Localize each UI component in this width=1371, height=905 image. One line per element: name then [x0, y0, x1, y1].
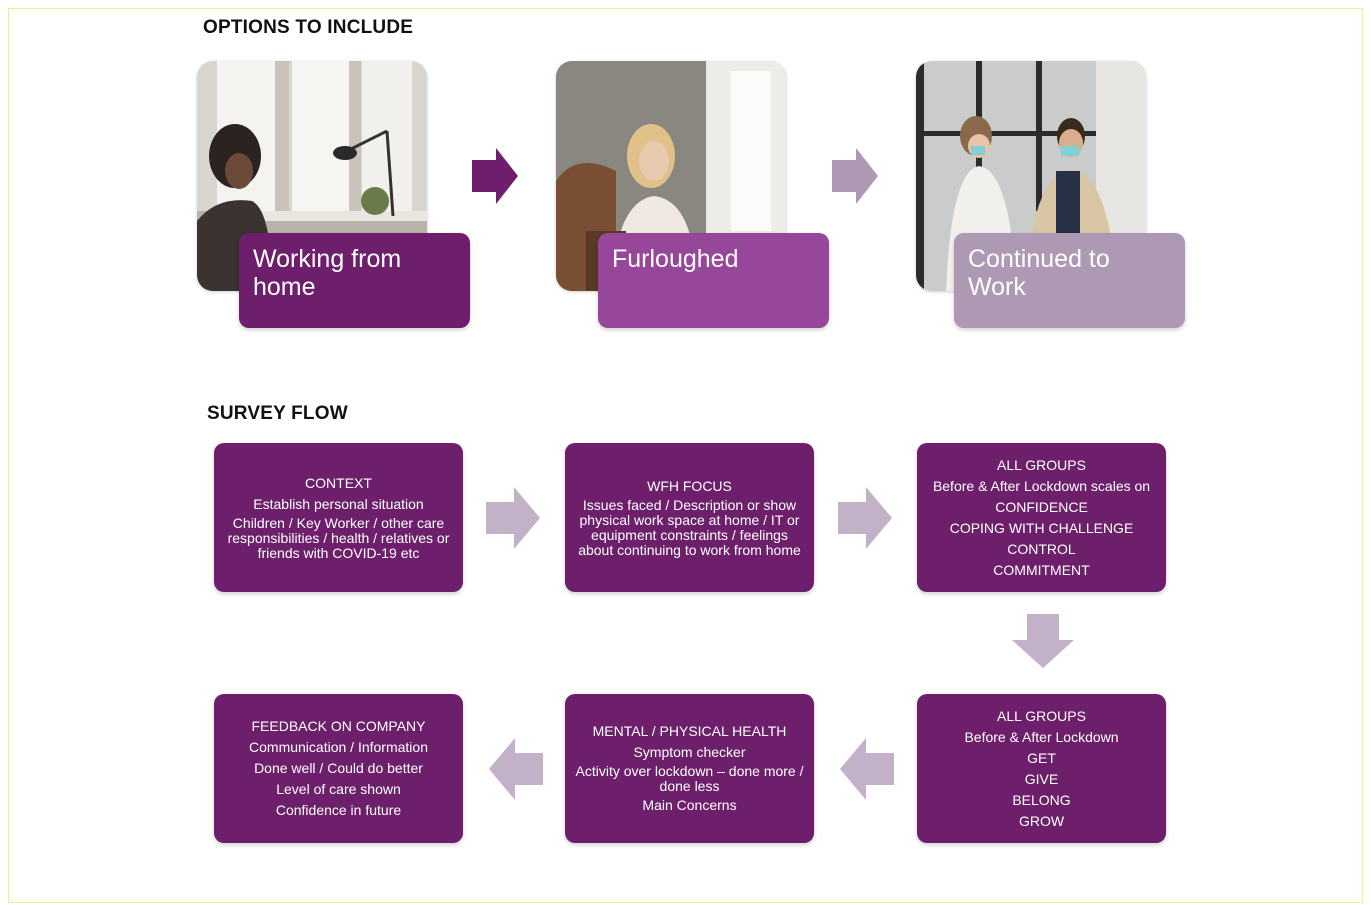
box-line: Level of care shown — [276, 781, 401, 797]
box-title: ALL GROUPS — [997, 456, 1086, 473]
furloughed-label: Furloughed — [598, 233, 829, 328]
box-line: Done well / Could do better — [254, 760, 423, 776]
right-arrow-icon — [486, 487, 540, 549]
box-line: Main Concerns — [642, 797, 737, 813]
box-line: Symptom checker — [633, 744, 746, 760]
working-from-home-label: Working from home — [239, 233, 470, 328]
survey-flow-heading: SURVEY FLOW — [207, 403, 348, 424]
all-groups-get-give-box: ALL GROUPS Before & After Lockdown GET G… — [917, 694, 1166, 843]
box-line: BELONG — [1012, 791, 1071, 808]
box-line: Children / Key Worker / other care respo… — [227, 515, 450, 561]
box-line: Establish personal situation — [253, 496, 424, 512]
box-line: CONTROL — [1007, 540, 1076, 557]
box-line: Before & After Lockdown scales on — [932, 477, 1151, 494]
box-title: WFH FOCUS — [647, 478, 732, 494]
box-line: COMMITMENT — [993, 561, 1090, 578]
down-arrow-icon — [1012, 614, 1074, 668]
box-title: MENTAL / PHYSICAL HEALTH — [592, 723, 787, 739]
box-line: Confidence in future — [275, 802, 402, 818]
feedback-on-company-box: FEEDBACK ON COMPANY Communication / Info… — [214, 694, 463, 843]
page-border — [8, 8, 1363, 903]
right-arrow-icon — [838, 487, 892, 549]
left-arrow-icon — [489, 738, 543, 800]
mental-physical-health-box: MENTAL / PHYSICAL HEALTH Symptom checker… — [565, 694, 814, 843]
box-line: Activity over lockdown – done more / don… — [575, 763, 804, 794]
right-arrow-icon — [472, 148, 518, 204]
box-line: Communication / Information — [249, 739, 428, 755]
box-line: GIVE — [1024, 770, 1059, 787]
options-heading: OPTIONS TO INCLUDE — [203, 17, 414, 38]
right-arrow-icon — [832, 148, 878, 204]
box-line: CONFIDENCE — [995, 498, 1088, 515]
box-line: COPING WITH CHALLENGE — [949, 519, 1134, 536]
all-groups-confidence-box: ALL GROUPS Before & After Lockdown scale… — [917, 443, 1166, 592]
continued-to-work-label: Continued to Work — [954, 233, 1185, 328]
box-line: GROW — [1018, 812, 1065, 829]
box-line: Before & After Lockdown — [964, 728, 1119, 745]
wfh-focus-box: WFH FOCUS Issues faced / Description or … — [565, 443, 814, 592]
box-title: FEEDBACK ON COMPANY — [251, 718, 426, 734]
left-arrow-icon — [840, 738, 894, 800]
box-title: ALL GROUPS — [997, 707, 1086, 724]
box-line: Issues faced / Description or show physi… — [578, 497, 801, 558]
box-line: GET — [1027, 749, 1056, 766]
box-title: CONTEXT — [305, 475, 372, 491]
context-box: CONTEXT Establish personal situation Chi… — [214, 443, 463, 592]
